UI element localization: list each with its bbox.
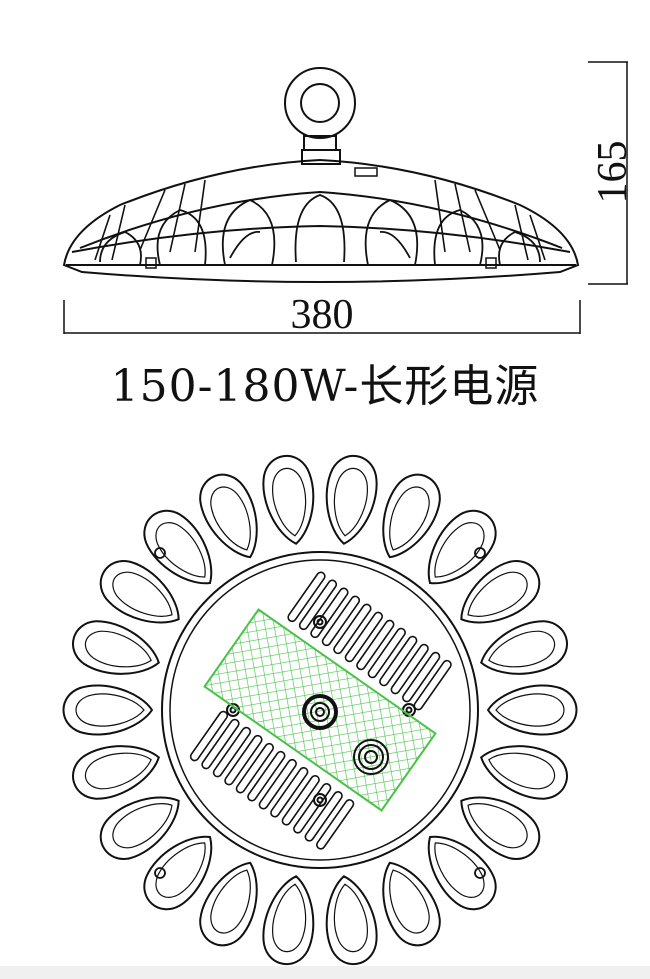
housing-outline	[62, 158, 580, 283]
width-dimension	[63, 300, 581, 334]
petal	[262, 875, 315, 966]
petal	[99, 796, 180, 860]
petal	[143, 509, 213, 585]
slot	[321, 595, 361, 647]
bottom-view	[62, 454, 578, 966]
slot	[402, 651, 441, 703]
petal-inner	[467, 571, 528, 617]
side-view	[62, 67, 580, 283]
slot	[258, 758, 297, 810]
petal-inner	[210, 486, 251, 551]
height-dim-label: 165	[590, 141, 636, 204]
petal	[460, 796, 541, 860]
petal	[72, 745, 160, 800]
petal	[460, 560, 541, 624]
petal-inner	[272, 883, 307, 953]
petal-inner	[112, 803, 173, 849]
petal-inner	[333, 883, 368, 953]
petal	[325, 875, 378, 966]
petal	[382, 473, 441, 559]
petal-inner	[84, 630, 152, 668]
petal	[72, 620, 160, 675]
petal-inner	[155, 842, 206, 898]
slot	[298, 579, 338, 631]
petal	[199, 861, 258, 947]
petal-inner	[112, 571, 173, 617]
height-dimension	[588, 61, 628, 285]
petal	[199, 473, 258, 559]
slot	[287, 571, 326, 623]
petal-inner	[434, 842, 485, 898]
slot	[390, 643, 429, 695]
body-circle	[161, 551, 479, 869]
petal	[325, 454, 378, 545]
slot	[356, 619, 395, 671]
slot	[201, 718, 240, 770]
petal	[99, 560, 180, 624]
outer-screws	[154, 547, 486, 879]
petal	[143, 835, 213, 911]
petal-inner	[434, 522, 485, 578]
cable-gland-right	[353, 739, 389, 775]
slot	[247, 750, 286, 802]
slot	[281, 774, 320, 826]
petal-inner	[210, 869, 251, 934]
slot	[310, 587, 349, 639]
hanging-ring	[284, 67, 356, 139]
petal-inner	[155, 522, 206, 578]
petal	[480, 620, 568, 675]
side-fins	[94, 179, 546, 261]
slot	[367, 627, 406, 679]
width-dim-label: 380	[291, 292, 354, 338]
petal-inner	[488, 630, 556, 668]
cable-gland-left	[302, 694, 338, 730]
slot	[235, 742, 275, 794]
petal-inner	[333, 467, 368, 537]
petal-inner	[488, 752, 556, 790]
petal-inner	[84, 752, 152, 790]
petal	[62, 684, 154, 736]
slot	[304, 791, 343, 842]
petal-inner	[389, 869, 430, 934]
slot	[413, 659, 452, 711]
slot	[293, 783, 332, 834]
slot	[333, 603, 372, 655]
slot	[212, 726, 252, 778]
petal-inner	[75, 693, 145, 727]
petal	[486, 684, 578, 736]
slot	[316, 799, 355, 850]
side-lobes	[99, 194, 541, 266]
heat-sink-slots	[189, 571, 452, 850]
driver-box	[203, 608, 437, 812]
model-caption: 150-180W-长形电源	[110, 361, 540, 412]
petal-inner	[389, 486, 430, 551]
petal	[382, 861, 441, 947]
slot	[224, 734, 263, 786]
slot	[379, 635, 418, 687]
petal	[427, 835, 497, 911]
petal-ring	[62, 454, 578, 966]
bottom-bar	[0, 966, 650, 979]
petal	[262, 454, 315, 545]
petal	[480, 745, 568, 800]
petal	[427, 509, 497, 585]
slot	[344, 611, 383, 663]
petal-inner	[467, 803, 528, 849]
slot	[270, 766, 309, 818]
slot	[189, 710, 229, 762]
petal-inner	[272, 467, 307, 537]
petal-inner	[495, 693, 565, 727]
